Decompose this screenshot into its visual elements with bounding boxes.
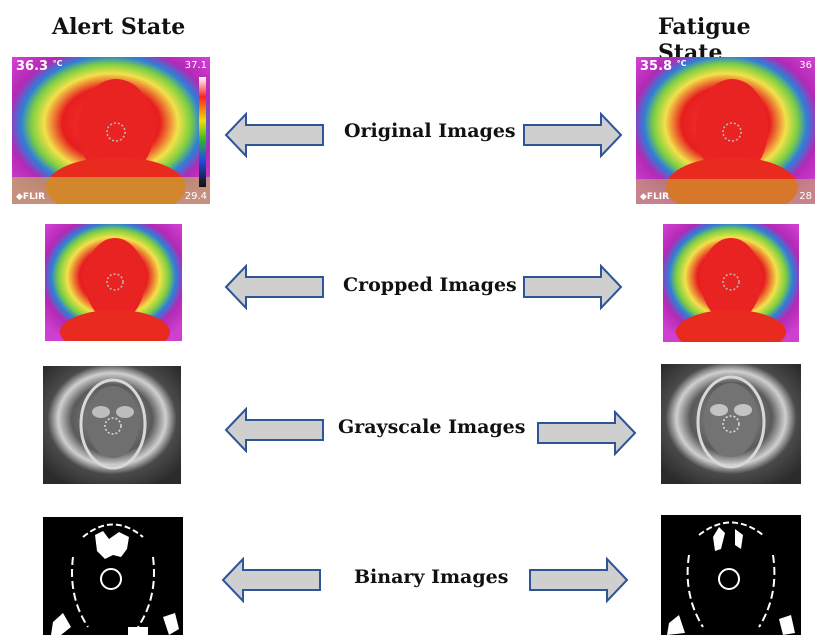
alert-cropped-image	[45, 224, 182, 341]
row-label-cropped: Cropped Images	[343, 274, 517, 296]
right-arrow	[521, 264, 623, 310]
right-arrow	[521, 112, 623, 158]
left-arrow	[224, 264, 326, 310]
right-arrow	[527, 557, 629, 603]
fatigue-binary-image	[661, 515, 801, 635]
left-arrow	[224, 407, 326, 453]
fatigue-scale-max: 36	[799, 60, 812, 71]
fatigue-cropped-image	[663, 224, 799, 342]
fatigue-grayscale-image	[661, 364, 801, 484]
flir-logo: ◆FLIR	[640, 192, 669, 202]
left-arrow	[221, 557, 323, 603]
alert-state-header: Alert State	[52, 14, 185, 40]
alert-temp-readout: 36.3 °C	[16, 59, 62, 74]
left-arrow	[224, 112, 326, 158]
alert-grayscale-image	[43, 366, 181, 484]
alert-original-image: 36.3 °C 37.1 29.4 ◆FLIR	[12, 57, 210, 204]
fatigue-original-image: 35.8 °C 36 28 ◆FLIR	[636, 57, 815, 204]
fatigue-temp-readout: 35.8 °C	[640, 59, 686, 74]
row-label-original: Original Images	[344, 120, 516, 142]
row-label-binary: Binary Images	[354, 566, 508, 588]
flir-logo: ◆FLIR	[16, 192, 45, 202]
right-arrow	[535, 410, 637, 456]
alert-binary-image	[43, 517, 183, 635]
fatigue-scale-min: 28	[799, 191, 812, 202]
alert-scale-max: 37.1	[185, 60, 207, 71]
row-label-grayscale: Grayscale Images	[338, 416, 525, 438]
alert-scale-min: 29.4	[185, 191, 207, 202]
